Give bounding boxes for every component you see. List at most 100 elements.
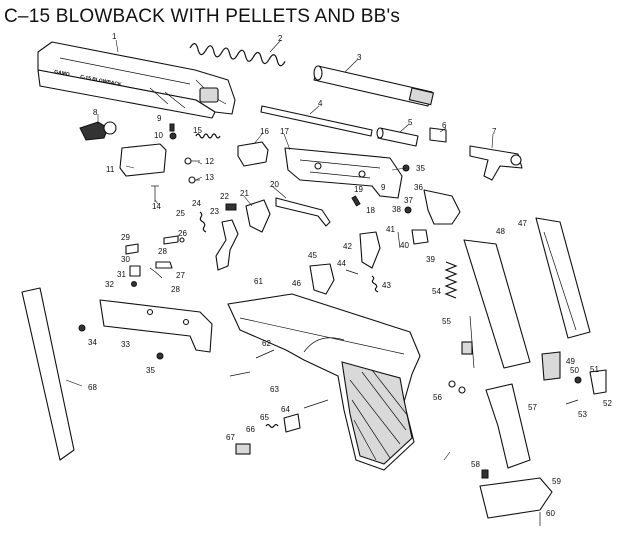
part-valve-group [541, 351, 607, 405]
label-50: 50 [570, 366, 579, 375]
label-45: 45 [308, 251, 317, 260]
part-side-plate [99, 299, 213, 353]
label-68: 68 [88, 383, 97, 392]
label-61: 61 [254, 277, 263, 286]
label-14: 14 [152, 202, 161, 211]
label-28: 28 [171, 285, 180, 294]
label-53: 53 [578, 410, 587, 419]
label-8: 8 [93, 108, 98, 117]
label-17: 17 [280, 127, 289, 136]
label-3: 3 [357, 53, 362, 62]
label-46: 46 [292, 279, 301, 288]
label-55: 55 [442, 317, 451, 326]
part-hammer-assembly [79, 121, 117, 141]
label-30: 30 [121, 255, 130, 264]
label-24: 24 [192, 199, 201, 208]
label-27: 27 [176, 271, 185, 280]
label-37: 37 [404, 196, 413, 205]
label-62: 62 [262, 339, 271, 348]
label-56: 56 [433, 393, 442, 402]
diagram-title: C–15 BLOWBACK WITH PELLETS AND BB's [4, 6, 401, 27]
part-slide: GAMO C-15 BLOWBACK [37, 41, 236, 119]
part-rod [260, 105, 373, 137]
part-small-block [429, 127, 447, 143]
label-26: 26 [178, 229, 187, 238]
part-58 [481, 469, 489, 479]
label-15: 15 [193, 126, 202, 135]
part-base-plate [479, 477, 553, 519]
label-67: 67 [226, 433, 235, 442]
label-12: 12 [205, 157, 214, 166]
label-51: 51 [590, 365, 599, 374]
leader-lines [65, 39, 494, 461]
part-small-levers [78, 164, 410, 360]
label-18: 18 [366, 206, 375, 215]
label-64: 64 [281, 405, 290, 414]
label-35-b: 35 [416, 164, 425, 173]
label-11: 11 [106, 165, 115, 174]
label-16: 16 [260, 127, 269, 136]
part-magazine-tube [535, 217, 591, 339]
label-7: 7 [492, 127, 497, 136]
part-trigger-bar [275, 197, 331, 227]
part-grip-plate [21, 287, 75, 461]
part-frame-pins [229, 349, 275, 377]
label-57: 57 [528, 403, 537, 412]
label-54: 54 [432, 287, 441, 296]
part-small-screws [169, 123, 361, 207]
label-23: 23 [210, 207, 219, 216]
part-lower-frame [227, 293, 421, 471]
part-follower-pins [448, 315, 475, 394]
label-42: 42 [343, 242, 352, 251]
label-32: 32 [105, 280, 114, 289]
part-barrel [313, 65, 435, 107]
part-magazine [485, 383, 531, 469]
label-52: 52 [603, 399, 612, 408]
label-38: 38 [392, 205, 401, 214]
label-21: 21 [240, 189, 249, 198]
label-63: 63 [270, 385, 279, 394]
part-spring-15 [195, 133, 221, 139]
label-58: 58 [471, 460, 480, 469]
label-22: 22 [220, 192, 229, 201]
part-16 [237, 141, 269, 167]
part-pins-12-13 [184, 157, 200, 184]
label-65: 65 [260, 413, 269, 422]
label-44: 44 [337, 259, 346, 268]
label-1: 1 [112, 32, 117, 41]
label-40: 40 [400, 241, 409, 250]
label-60: 60 [546, 509, 555, 518]
slide-brand-text: GAMO [54, 69, 71, 78]
label-66: 66 [246, 425, 255, 434]
label-48: 48 [496, 227, 505, 236]
label-28-b: 28 [158, 247, 167, 256]
label-59: 59 [552, 477, 561, 486]
label-35: 35 [146, 366, 155, 375]
part-magazine-housing [463, 239, 531, 369]
part-frame-insert [284, 147, 403, 199]
label-41: 41 [386, 225, 395, 234]
label-5: 5 [408, 118, 413, 127]
part-pin-14 [151, 185, 159, 202]
label-39: 39 [426, 255, 435, 264]
label-9: 9 [157, 114, 162, 123]
label-20: 20 [270, 180, 279, 189]
part-inner-barrel [376, 127, 419, 147]
label-47: 47 [518, 219, 527, 228]
label-25: 25 [176, 209, 185, 218]
label-49: 49 [566, 357, 575, 366]
label-31: 31 [117, 270, 126, 279]
label-33: 33 [121, 340, 130, 349]
part-safety-group [235, 399, 329, 455]
label-13: 13 [205, 173, 214, 182]
part-mechanism-group [309, 189, 461, 295]
part-spring-54 [444, 261, 458, 299]
label-34: 34 [88, 338, 97, 347]
label-4: 4 [318, 99, 323, 108]
part-number-labels: 1 2 3 4 5 6 7 8 9 10 11 12 13 14 15 16 1… [88, 32, 612, 518]
label-19: 19 [354, 185, 363, 194]
label-36: 36 [414, 183, 423, 192]
label-43: 43 [382, 281, 391, 290]
